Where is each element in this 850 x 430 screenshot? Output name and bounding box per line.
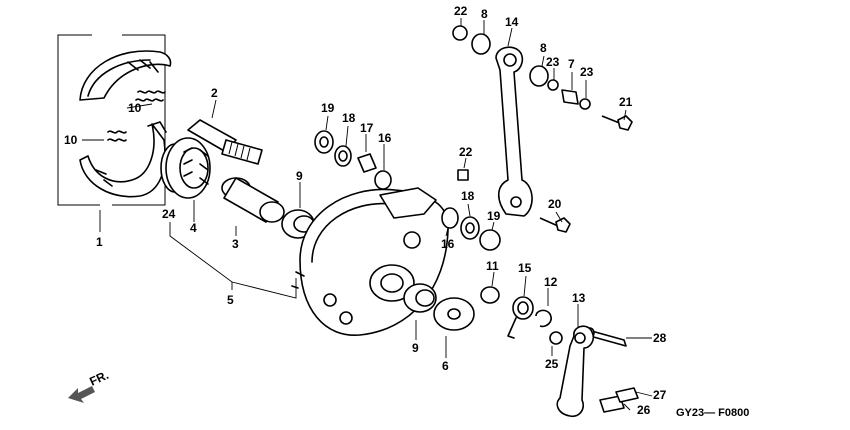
drawing-code: GY23— F0800 — [676, 407, 749, 419]
callout-18-upper: 18 — [342, 111, 356, 125]
callout-16-lower: 16 — [441, 237, 455, 251]
bushing — [221, 177, 285, 223]
direction-label: FR. — [87, 368, 110, 389]
callout-5: 5 — [227, 293, 234, 307]
callout-19-lower: 19 — [487, 209, 501, 223]
brake-shaft — [187, 119, 263, 165]
callout-layer: 1 2 3 4 5 6 7 8 8 9 9 10 10 11 12 13 14 … — [64, 4, 667, 417]
return-spring-and-clip — [507, 296, 552, 339]
callout-24: 24 — [162, 207, 176, 221]
callout-19-upper: 19 — [321, 101, 335, 115]
lower-brake-arm — [549, 325, 639, 418]
callout-20: 20 — [548, 197, 562, 211]
oil-seal-lower-and-washer — [403, 283, 475, 331]
callout-25: 25 — [545, 357, 559, 371]
callout-8-right: 8 — [540, 41, 547, 55]
callout-6: 6 — [442, 359, 449, 373]
callout-16-upper: 16 — [378, 131, 392, 145]
callout-4: 4 — [190, 221, 197, 235]
callout-15: 15 — [518, 261, 532, 275]
callout-22-middle: 22 — [459, 145, 473, 159]
small-parts-middle — [441, 169, 501, 304]
callout-8-top: 8 — [481, 7, 488, 21]
callout-14: 14 — [505, 15, 519, 29]
callout-10-lower: 10 — [64, 133, 78, 147]
callout-26: 26 — [637, 403, 651, 417]
callout-3: 3 — [232, 237, 239, 251]
front-direction-indicator: FR. — [68, 368, 111, 403]
upper-brake-arm — [495, 46, 533, 217]
callout-27: 27 — [653, 388, 667, 402]
callout-23-right: 23 — [580, 65, 594, 79]
callout-9-lower: 9 — [412, 341, 419, 355]
callout-9-upper: 9 — [296, 169, 303, 183]
callout-11: 11 — [486, 259, 499, 273]
callout-18-lower: 18 — [461, 189, 475, 203]
callout-17: 17 — [360, 121, 374, 135]
callout-10-upper: 10 — [128, 101, 142, 115]
brake-shoe-assembly — [57, 34, 172, 206]
small-parts-upper — [314, 130, 392, 190]
callout-2: 2 — [211, 86, 218, 100]
callout-12: 12 — [544, 275, 558, 289]
callout-7: 7 — [568, 57, 575, 71]
callout-28: 28 — [653, 331, 667, 345]
callout-1: 1 — [96, 235, 103, 249]
top-small-parts — [452, 25, 591, 110]
callout-23-left: 23 — [546, 55, 560, 69]
brake-panel — [291, 187, 449, 336]
callout-21: 21 — [619, 95, 633, 109]
callout-13: 13 — [572, 291, 586, 305]
front-arrow-icon — [68, 386, 95, 403]
bolts — [539, 115, 633, 347]
gear-and-seal — [160, 137, 211, 199]
callout-22-top: 22 — [454, 4, 468, 18]
